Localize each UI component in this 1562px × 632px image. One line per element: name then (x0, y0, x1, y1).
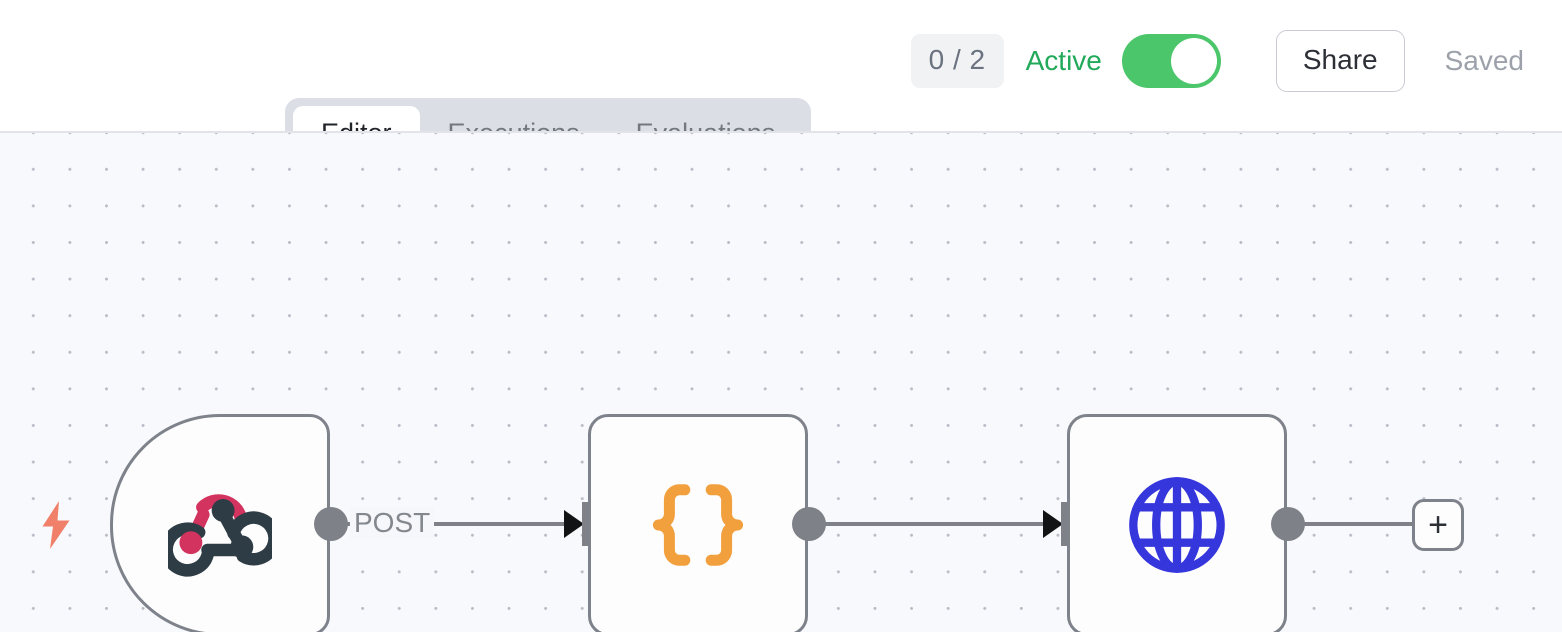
active-toggle[interactable] (1121, 33, 1221, 88)
lightning-bolt-icon (38, 501, 74, 549)
edge-arrow-2 (1043, 510, 1063, 538)
node-create-agent-job[interactable] (1067, 414, 1287, 632)
edge-label-post: POST (350, 507, 435, 539)
node-filter-merged-prs[interactable] (588, 414, 808, 632)
edge-create-to-add (1297, 522, 1415, 526)
edge-filter-to-create (818, 522, 1043, 526)
globe-icon (1129, 477, 1225, 573)
run-count-badge: 0 / 2 (910, 33, 1004, 88)
edge-webhook-to-filter (340, 522, 580, 526)
workflow-canvas[interactable]: Webhook POST Filter merged PRs (0, 131, 1562, 632)
add-node-button[interactable]: + (1412, 499, 1464, 551)
share-button[interactable]: Share (1275, 29, 1405, 92)
json-braces-icon (652, 484, 744, 566)
status-label: Active (1025, 44, 1102, 76)
node-webhook[interactable] (110, 414, 330, 632)
saved-status: Saved (1444, 44, 1524, 76)
edge-arrow-1 (564, 510, 584, 538)
top-bar-actions: 0 / 2 Active Share Saved (910, 0, 1524, 121)
webhook-icon (168, 494, 272, 577)
toggle-knob (1170, 37, 1217, 84)
